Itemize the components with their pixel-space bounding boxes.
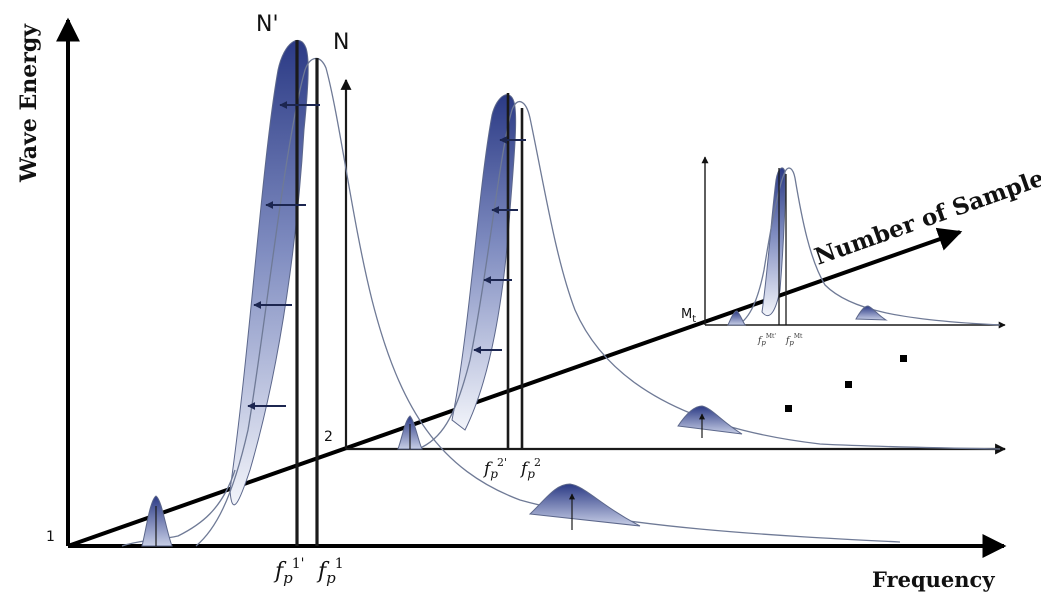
origin-label-m-base: M <box>681 307 692 322</box>
sample2-high-bump <box>677 405 743 435</box>
sample2-shifted-peak <box>451 94 517 431</box>
freq-marker-m-shifted-sub: p <box>761 339 766 347</box>
sample1-shifted-curve-tail <box>121 469 236 547</box>
continuation-dot-1 <box>785 405 792 412</box>
samples-axis <box>67 227 963 548</box>
sample2-spectrum <box>397 93 1001 450</box>
freq-marker-m-shifted-sup: Mt' <box>766 333 777 340</box>
origin-label-m: Mt <box>681 307 696 325</box>
sample1-low-bump <box>141 495 173 547</box>
freq-marker-1-shifted: fp1' <box>273 556 305 587</box>
origin-label-m-sub: t <box>692 314 696 325</box>
origin-label-1: 1 <box>46 529 55 545</box>
peak-label-original: N <box>333 30 349 55</box>
continuation-dot-3 <box>900 355 907 362</box>
samples-axis-label: Number of Samples <box>811 160 1041 270</box>
continuation-dot-2 <box>845 381 852 388</box>
freq-marker-1: fp1 <box>316 556 344 587</box>
freq-marker-1-shifted-sub: p <box>283 569 293 587</box>
peak-label-shifted: N' <box>256 12 279 37</box>
sample2-original-curve <box>417 100 1001 450</box>
sample1-high-bump <box>528 483 641 527</box>
freq-marker-2-shifted-sup: 2' <box>497 456 507 469</box>
y-axis-label: Wave Energy <box>16 23 42 183</box>
x-axis-label: Frequency <box>872 567 995 592</box>
freq-marker-1-sub: p <box>326 569 336 587</box>
freq-marker-2-base: f <box>519 459 530 479</box>
sample1-shifted-peak <box>229 39 309 506</box>
freq-marker-2-shifted-base: f <box>482 459 493 479</box>
freq-marker-m-sup: Mt <box>794 333 803 340</box>
sampleM-high-bump <box>855 305 888 321</box>
sampleM-low-bump <box>727 310 746 326</box>
sampleM-original-curve <box>737 167 1001 326</box>
freq-marker-1-sup: 1 <box>335 556 344 572</box>
origin-label-2: 2 <box>324 429 333 445</box>
freq-marker-m-shifted: fpMt' <box>757 333 776 347</box>
freq-marker-2-shifted: fp2' <box>482 456 507 481</box>
freq-marker-2-sup: 2 <box>534 456 541 469</box>
freq-marker-m-shifted-base: f <box>757 336 763 346</box>
freq-marker-2-sub: p <box>527 467 535 481</box>
freq-marker-m: fpMt <box>785 333 803 347</box>
freq-marker-2: fp2 <box>519 456 541 481</box>
sample1-spectrum <box>121 39 901 547</box>
freq-marker-m-sub: p <box>789 339 794 347</box>
freq-marker-1-shifted-sup: 1' <box>292 556 305 572</box>
sampleM-spectrum <box>727 167 1001 326</box>
freq-marker-2-shifted-sub: p <box>490 467 498 481</box>
freq-marker-m-base: f <box>785 336 791 346</box>
